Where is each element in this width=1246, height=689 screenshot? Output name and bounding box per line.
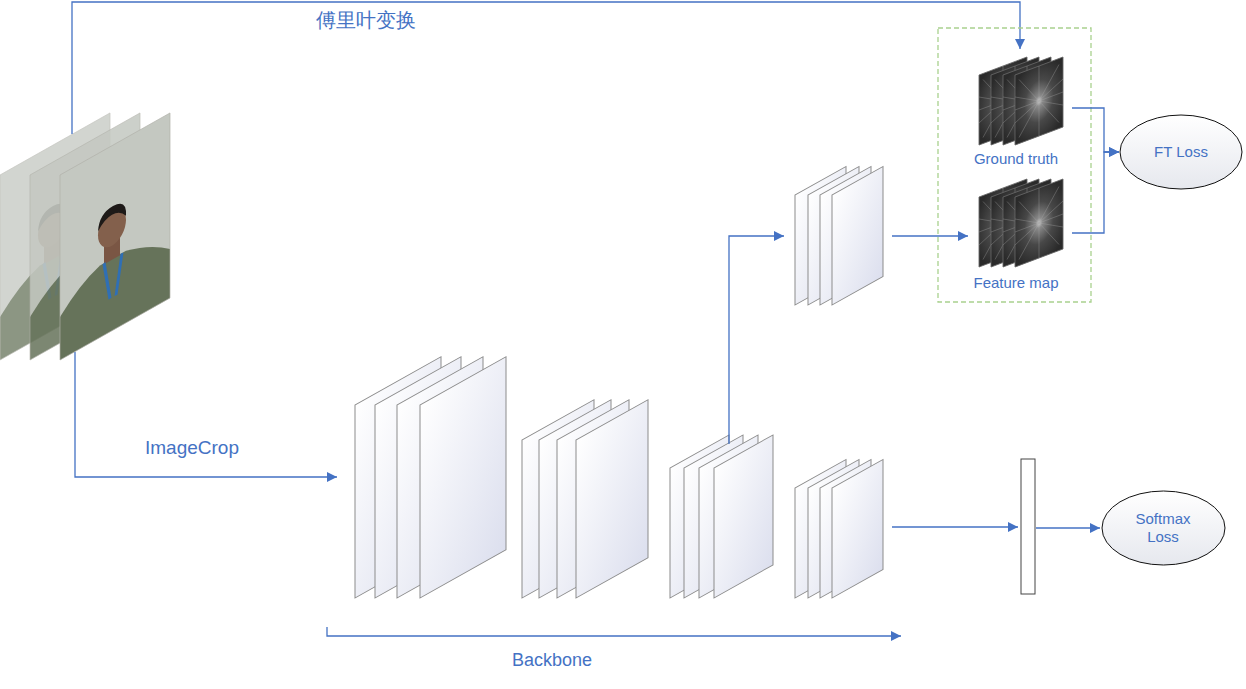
node-label: Softmax Loss xyxy=(1123,510,1203,546)
crop-arrow xyxy=(75,352,337,477)
feature-stack xyxy=(670,435,773,598)
spectrum-image xyxy=(1015,57,1063,145)
feature-stack xyxy=(795,166,883,305)
flow-arrow xyxy=(1036,527,1100,528)
fc-layer xyxy=(1021,459,1035,594)
feature-stack xyxy=(522,400,648,598)
branch-arrow xyxy=(892,235,968,236)
backbone-bracket xyxy=(327,627,901,636)
feature-panel xyxy=(714,435,773,598)
loss-ellipse: FT Loss xyxy=(1119,114,1243,190)
dashed-group xyxy=(938,28,1091,302)
feature-panel xyxy=(832,166,883,305)
fourier-arrow xyxy=(72,2,1020,134)
node-label: FT Loss xyxy=(1154,143,1208,161)
feature-panel xyxy=(576,400,648,598)
node-label: Ground truth xyxy=(974,150,1058,168)
connector xyxy=(1072,152,1119,233)
feature-stack xyxy=(795,459,883,598)
node-label: Feature map xyxy=(973,274,1058,292)
backbone-label: Backbone xyxy=(512,650,592,672)
input-frame xyxy=(60,113,170,360)
crop-label: ImageCrop xyxy=(145,437,239,460)
feature-panel xyxy=(420,357,506,598)
loss-ellipse: Softmax Loss xyxy=(1101,490,1226,566)
ellipse-shape xyxy=(1120,115,1242,189)
flow-arrow xyxy=(892,526,1018,527)
image-stack-caption: Feature map xyxy=(960,172,1072,294)
connector xyxy=(1072,108,1119,152)
ellipse-shape xyxy=(1102,491,1225,565)
branch-arrow xyxy=(729,236,784,444)
feature-panel xyxy=(832,459,883,598)
spectrum-image xyxy=(1015,179,1063,267)
feature-stack xyxy=(355,357,506,598)
image-stack-caption: Ground truth xyxy=(960,46,1072,170)
transform-label: 傅里叶变换 xyxy=(316,8,416,32)
